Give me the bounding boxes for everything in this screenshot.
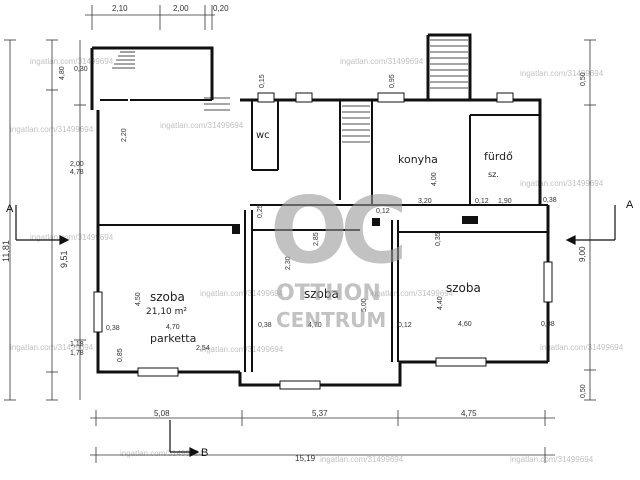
dim-right-total: 9,00: [578, 246, 587, 262]
room-szoba-mid: szoba: [304, 287, 339, 301]
room-wc: wc: [256, 130, 270, 141]
watermark-url: ingatlan.com/31499694: [510, 455, 594, 464]
room-konyha: konyha: [398, 153, 438, 166]
room-szoba-left: szoba: [150, 290, 185, 304]
dim-4-70b: 4,70: [308, 322, 322, 329]
watermark-url: ingatlan.com/31499694: [340, 57, 424, 66]
logo-line-centrum: CENTRUM: [276, 308, 386, 332]
watermark-url: ingatlan.com/31499694: [30, 57, 114, 66]
room-sz: sz.: [488, 170, 499, 179]
dim-left-inner: 9,51: [59, 250, 69, 268]
dim-0-38c: 0,38: [541, 321, 555, 328]
dim-0-12c: 0,12: [475, 198, 489, 205]
dim-3-20: 3,20: [418, 198, 432, 205]
dim-top-1: 2,10: [112, 4, 128, 13]
dim-2-54: 2,54: [196, 345, 210, 352]
exterior-walls: [90, 33, 550, 387]
dim-5-00: 5,00: [361, 298, 368, 312]
section-marker-a-right: [565, 205, 616, 245]
dim-left-total: 11,81: [1, 240, 11, 262]
dim-2-30: 2,30: [285, 256, 292, 270]
dim-1-18: 1,18: [70, 341, 84, 348]
dim-4-80: 4,80: [59, 66, 66, 80]
watermark-url: ingatlan.com/31499694: [30, 233, 114, 242]
dim-0-15: 0,15: [259, 74, 266, 88]
watermark-url: ingatlan.com/31499694: [540, 343, 624, 352]
logo-mark: OC: [270, 177, 402, 284]
dim-0-12a: 0,12: [398, 322, 412, 329]
section-a-right-label: A: [626, 199, 634, 211]
dim-0-35: 0,35: [435, 232, 442, 246]
dim-right-bottom: 0,50: [580, 384, 587, 398]
dim-4-78: 4,78: [70, 169, 84, 176]
section-a-left-label: A: [6, 203, 14, 215]
dim-bottom-1: 5,08: [154, 409, 170, 418]
top-dimension-chain: [85, 5, 215, 30]
dim-1-78: 1,78: [70, 350, 84, 357]
stairs-top-right: [430, 39, 468, 89]
dim-0-38a: 0,38: [106, 325, 120, 332]
dim-0-38d: 0,38: [543, 197, 557, 204]
dim-0-38b: 0,38: [258, 322, 272, 329]
dim-total: 15,19: [295, 454, 316, 463]
stairs-top-left: [112, 47, 135, 69]
room-szoba-right: szoba: [446, 281, 481, 295]
window-marks: [93, 92, 553, 390]
dim-2-20: 2,20: [121, 128, 128, 142]
dim-4-40: 4,40: [437, 296, 444, 310]
dim-1-90: 1,90: [498, 198, 512, 205]
otthon-centrum-logo: OC OTTHON CENTRUM: [270, 177, 410, 332]
dim-2-85: 2,85: [313, 232, 320, 246]
section-marker-a-left: [15, 205, 70, 245]
chimney-marks: [232, 216, 478, 234]
dim-4-70a: 4,70: [166, 324, 180, 331]
dim-0-95: 0,95: [389, 74, 396, 88]
left-dimension-chain: [4, 39, 86, 401]
bottom-dimension-chain: [90, 410, 555, 463]
logo-line-otthon: OTTHON: [276, 281, 381, 306]
dim-0-25: 0,25: [257, 204, 264, 218]
room-area-left: 21,10 m²: [146, 307, 187, 317]
stairs-small-left: [204, 97, 230, 111]
dim-0-30: 0,30: [74, 66, 88, 73]
watermark-url: ingatlan.com/31499694: [120, 449, 204, 458]
dim-2-00: 2,00: [70, 161, 84, 168]
section-b-label: B: [201, 447, 208, 459]
dim-4-00: 4,00: [431, 172, 438, 186]
watermark-url: ingatlan.com/31499694: [160, 121, 244, 130]
dim-0-12b: 0,12: [376, 208, 390, 215]
watermark-url: ingatlan.com/31499694: [520, 69, 604, 78]
dim-top-3: 0,20: [213, 4, 229, 13]
watermark-url: ingatlan.com/31499694: [370, 289, 454, 298]
watermark-url: ingatlan.com/31499694: [200, 289, 284, 298]
dim-bottom-3: 4,75: [461, 409, 477, 418]
dim-bottom-2: 5,37: [312, 409, 328, 418]
stairs-center: [342, 105, 370, 143]
watermark-url-group: ingatlan.com/31499694 ingatlan.com/31499…: [10, 57, 624, 464]
watermark-url: ingatlan.com/31499694: [200, 345, 284, 354]
dim-4-50: 4,50: [135, 292, 142, 306]
section-marker-b: [169, 420, 200, 457]
dim-top-2: 2,00: [173, 4, 189, 13]
interior-walls: [98, 99, 548, 372]
dim-0-85: 0,85: [117, 348, 124, 362]
interior-dimensions: 4,70 4,70 4,60 0,38 0,38 0,38 0,38 0,12 …: [74, 66, 557, 362]
watermark-url: ingatlan.com/31499694: [320, 455, 404, 464]
dim-right-top: 0,50: [580, 72, 587, 86]
room-furdo: fürdő: [484, 150, 513, 163]
right-dimension-chain: [584, 39, 596, 401]
room-parketta: parketta: [150, 332, 196, 345]
dim-4-60: 4,60: [458, 321, 472, 328]
watermark-url: ingatlan.com/31499694: [520, 179, 604, 188]
